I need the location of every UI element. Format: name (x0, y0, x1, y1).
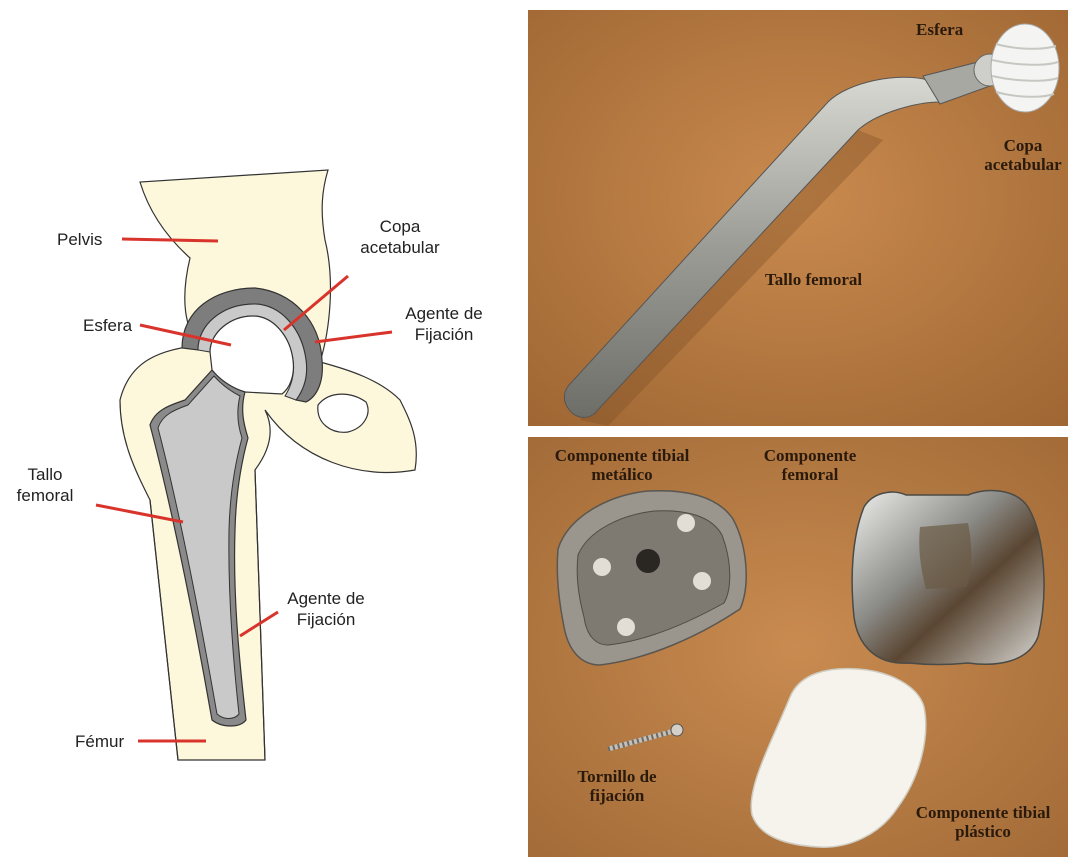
photo-label-copa-line1: Copa (968, 136, 1068, 155)
tray-peg-4 (617, 618, 635, 636)
photo-label-esfera: Esfera (916, 20, 963, 39)
label-esfera: Esfera (83, 315, 132, 336)
tray-peg-1 (593, 558, 611, 576)
photo-label-tibial-metal: Componente tibial metálico (532, 446, 712, 484)
label-copa-line1: Copa (350, 216, 450, 237)
label-agente-fijacion-bottom: Agente de Fijación (276, 588, 376, 630)
label-tallo-line2: femoral (10, 485, 80, 506)
photo-label-tornillo-line2: fijación (562, 786, 672, 805)
hip-implant-diagram: Pelvis Copa acetabular Esfera Agente de … (0, 0, 525, 859)
hip-photo-drawing (528, 10, 1068, 426)
photo-label-tibial-plastic-line2: plástico (900, 822, 1066, 841)
label-agente-bottom-line1: Agente de (276, 588, 376, 609)
photo-label-tornillo-line1: Tornillo de (562, 767, 672, 786)
photo-label-tibial-metal-line2: metálico (532, 465, 712, 484)
photo-label-tallo-femoral: Tallo femoral (765, 270, 862, 289)
photo-label-tornillo: Tornillo de fijación (562, 767, 672, 805)
photo-label-copa-acetabular: Copa acetabular (968, 136, 1068, 174)
tray-peg-3 (693, 572, 711, 590)
photo-label-tibial-plastic: Componente tibial plástico (900, 803, 1066, 841)
label-tallo-line1: Tallo (10, 464, 80, 485)
hip-implant-photo: Esfera Copa acetabular Tallo femoral (528, 10, 1068, 426)
label-pelvis: Pelvis (57, 229, 102, 250)
knee-implant-photo: Componente tibial metálico Componente fe… (528, 437, 1068, 857)
acetabular-cup (991, 24, 1059, 112)
label-agente-top-line2: Fijación (394, 324, 494, 345)
label-femur: Fémur (75, 731, 124, 752)
label-agente-fijacion-top: Agente de Fijación (394, 303, 494, 345)
tray-center-hole (636, 549, 660, 573)
photo-label-tibial-plastic-line1: Componente tibial (900, 803, 1066, 822)
tray-peg-2 (677, 514, 695, 532)
label-tallo-femoral: Tallo femoral (10, 464, 80, 506)
pelvis-leader (122, 239, 218, 241)
photo-label-femoral-line2: femoral (750, 465, 870, 484)
photo-label-femoral-line1: Componente (750, 446, 870, 465)
photo-label-copa-line2: acetabular (968, 155, 1068, 174)
photo-label-femoral: Componente femoral (750, 446, 870, 484)
label-agente-top-line1: Agente de (394, 303, 494, 324)
label-agente-bottom-line2: Fijación (276, 609, 376, 630)
label-copa-acetabular: Copa acetabular (350, 216, 450, 258)
photo-label-tibial-metal-line1: Componente tibial (532, 446, 712, 465)
label-copa-line2: acetabular (350, 237, 450, 258)
screw-head (671, 724, 683, 736)
femoral-notch (919, 523, 971, 589)
